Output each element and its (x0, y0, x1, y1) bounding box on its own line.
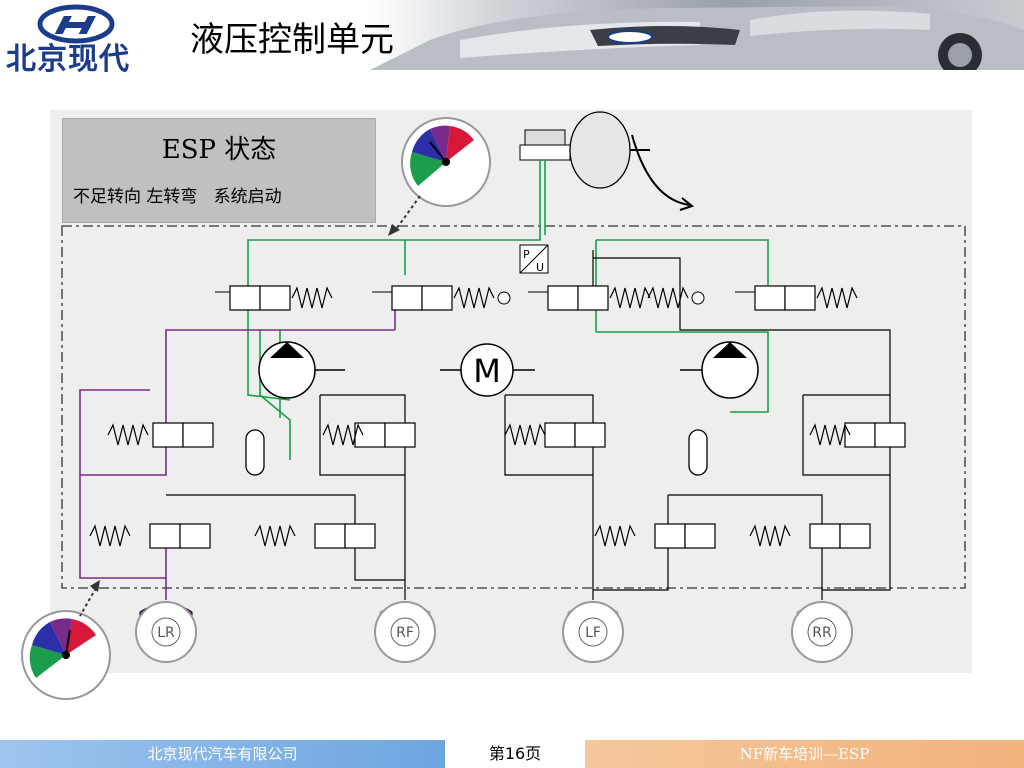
switch-valve-4 (749, 523, 871, 549)
pump-motor-label: M (473, 352, 501, 390)
wheel-label-lf: LF (585, 625, 601, 641)
wheel-brake-lr: LR (135, 601, 197, 663)
footer-page-number: 第16页 (445, 740, 585, 768)
wheel-label-lr: LR (157, 625, 175, 641)
switch-valve-1 (89, 523, 211, 549)
footer-course: NF新车培训—ESP (585, 740, 1024, 768)
wheel-brake-lf: LF (562, 601, 624, 663)
gauge-arrowhead-bottom (90, 580, 100, 592)
gauge-pointer-arrows (79, 195, 421, 617)
brake-booster-master-cylinder (519, 111, 695, 211)
outlet-valve-3 (504, 422, 606, 448)
svg-text:P: P (523, 248, 530, 261)
wheel-label-rf: RF (396, 625, 414, 641)
brand-logo-text: 北京现代 (6, 42, 130, 77)
master-pressure-gauge-icon (401, 117, 491, 207)
control-unit-boundary (61, 225, 966, 589)
pump-motor: M (440, 343, 535, 397)
esp-status-box: ESP 状态 不足转向 左转弯 系统启动 (62, 118, 376, 223)
lr-circuit-lines (79, 310, 396, 600)
pressure-sensor: P U (519, 244, 549, 274)
footer-company: 北京现代汽车有限公司 (0, 740, 445, 768)
hyundai-logo-icon (37, 4, 115, 44)
page-title: 液压控制单元 (190, 20, 394, 60)
pump-left (258, 341, 345, 399)
inlet-valve-left-2 (372, 285, 511, 311)
outlet-valve-4 (809, 422, 906, 448)
inlet-valve-left-1 (215, 285, 333, 311)
switch-valve-2 (254, 523, 376, 549)
inlet-valve-right-1 (528, 285, 705, 311)
switch-valve-3 (594, 523, 716, 549)
gauge-arrowhead-top (388, 224, 400, 236)
hydraulic-lines (166, 250, 891, 600)
outlet-valve-2 (322, 422, 416, 448)
accumulator-left (245, 429, 265, 476)
svg-text:U: U (536, 261, 544, 274)
accumulator-right (688, 429, 708, 476)
car-banner-image (370, 0, 1024, 70)
esp-status-text: 不足转向 左转弯 系统启动 (73, 187, 282, 207)
esp-status-title: ESP 状态 (161, 135, 277, 165)
lr-pressure-gauge-icon (21, 610, 111, 700)
pump-right (680, 341, 759, 399)
wheel-brake-rr: RR (791, 601, 853, 663)
wheel-label-rr: RR (812, 625, 832, 641)
inlet-valve-right-2 (735, 285, 858, 311)
wheel-brake-rf: RF (374, 601, 436, 663)
outlet-valve-1 (107, 422, 214, 448)
